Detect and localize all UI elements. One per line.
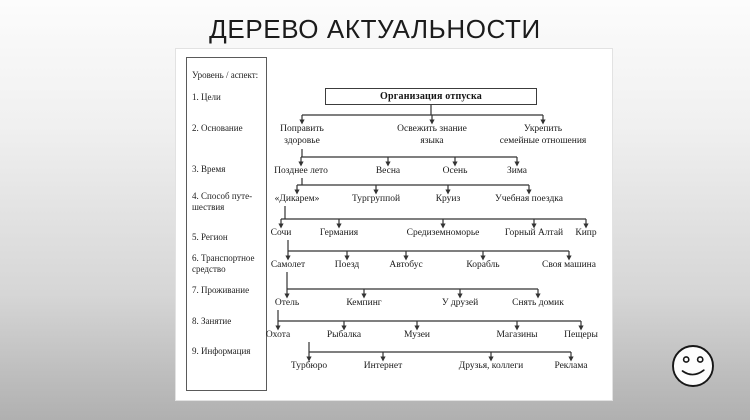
legend-header: Уровень / аспект:	[192, 70, 259, 80]
arrow-l2-3-head	[540, 119, 546, 125]
tree-node-l8-5: Пещеры	[564, 330, 598, 340]
arrow-l3-2-head	[385, 161, 391, 167]
arrow-l6-4-head	[480, 255, 486, 261]
tree-node-l9-1: Турбюро	[290, 361, 328, 371]
tree-node-l6-2: Поезд	[334, 260, 360, 270]
tree-node-l7-4: Снять домик	[512, 298, 564, 308]
arrow-l8-3-head	[414, 325, 420, 331]
tree-node-l5-1: Сочи	[270, 228, 292, 238]
arrow-l9-2-head	[380, 356, 386, 362]
tree-node-l3-4: Зима	[506, 166, 528, 176]
legend-item-3: 3. Время	[192, 164, 226, 174]
arrow-l9-3-head	[488, 356, 494, 362]
arrow-l9-4-head	[568, 356, 574, 362]
arrow-l3-1-head	[298, 161, 304, 167]
tree-node-l3-3: Осень	[442, 166, 468, 176]
arrow-l4-2-head	[373, 189, 379, 195]
arrow-l8-4-head	[514, 325, 520, 331]
aspect-legend-box	[186, 57, 267, 391]
arrow-l2-2-head	[429, 119, 435, 125]
arrow-l4-1-head	[294, 189, 300, 195]
tree-node-l7-1: Отель	[274, 298, 300, 308]
legend-item-4: 4. Способ путе- шествия	[192, 191, 253, 212]
tree-node-l8-3: Музеи	[403, 330, 431, 340]
tree-node-l6-1: Самолет	[270, 260, 306, 270]
tree-node-l9-4: Реклама	[554, 361, 588, 371]
arrow-l5-5-head	[583, 223, 589, 229]
tree-node-l5-5: Кипр	[575, 228, 597, 238]
tree-node-l3-1: Позднее лето	[274, 166, 328, 176]
arrow-l6-5-head	[566, 255, 572, 261]
tree-node-l6-4: Корабль	[466, 260, 500, 270]
legend-item-9: 9. Информация	[192, 346, 251, 356]
tree-node-l8-2: Рыбалка	[326, 330, 362, 340]
tree-node-l2-3: Укрепить семейные отношения	[499, 124, 587, 146]
arrow-l5-1-head	[278, 223, 284, 229]
arrow-l6-3-head	[403, 255, 409, 261]
arrow-l4-4-head	[526, 189, 532, 195]
arrow-l5-3-head	[440, 223, 446, 229]
arrow-l7-1-head	[284, 293, 290, 299]
tree-node-l4-1: «Дикарем»	[274, 194, 320, 204]
arrow-l8-1-head	[275, 325, 281, 331]
tree-node-l7-2: Кемпинг	[346, 298, 382, 308]
tree-node-l5-3: Средиземноморье	[406, 228, 480, 238]
legend-item-2: 2. Основание	[192, 123, 243, 133]
tree-node-l2-1: Поправить здоровье	[280, 124, 324, 146]
arrow-l3-3-head	[452, 161, 458, 167]
smiley-face-icon	[670, 343, 716, 389]
legend-item-1: 1. Цели	[192, 92, 221, 102]
arrow-l8-2-head	[341, 325, 347, 331]
legend-item-6: 6. Транспортное средство	[192, 253, 255, 274]
arrow-l6-1-head	[285, 255, 291, 261]
legend-item-8: 8. Занятие	[192, 316, 232, 326]
slide-title: ДЕРЕВО АКТУАЛЬНОСТИ	[209, 14, 541, 44]
tree-node-l7-3: У друзей	[441, 298, 479, 308]
tree-node-l8-4: Магазины	[496, 330, 538, 340]
arrow-l7-4-head	[535, 293, 541, 299]
arrow-l7-2-head	[361, 293, 367, 299]
tree-node-l8-1: Охота	[265, 330, 291, 340]
tree-node-l5-2: Германия	[319, 228, 359, 238]
legend-item-7: 7. Проживание	[192, 285, 250, 295]
tree-node-l9-2: Интернет	[363, 361, 403, 371]
arrow-l5-4-head	[531, 223, 537, 229]
arrow-l5-2-head	[336, 223, 342, 229]
tree-node-l4-4: Учебная поездка	[495, 194, 563, 204]
tree-root-node: Организация отпуска	[325, 88, 537, 105]
tree-node-l6-3: Автобус	[389, 260, 423, 270]
tree-node-l5-4: Горный Алтай	[504, 228, 564, 238]
tree-node-l6-5: Своя машина	[542, 260, 596, 270]
arrow-l8-5-head	[578, 325, 584, 331]
arrow-l4-3-head	[445, 189, 451, 195]
arrow-l9-1-head	[306, 356, 312, 362]
arrow-l6-2-head	[344, 255, 350, 261]
tree-node-l4-2: Тургруппой	[351, 194, 401, 204]
legend-item-5: 5. Регион	[192, 232, 228, 242]
tree-node-l9-3: Друзья, коллеги	[458, 361, 524, 371]
tree-node-l4-3: Круиз	[435, 194, 461, 204]
tree-node-l2-2: Освежить знание языка	[397, 124, 467, 146]
tree-node-l3-2: Весна	[375, 166, 401, 176]
arrow-l2-1-head	[299, 119, 305, 125]
arrow-l7-3-head	[457, 293, 463, 299]
arrow-l3-4-head	[514, 161, 520, 167]
